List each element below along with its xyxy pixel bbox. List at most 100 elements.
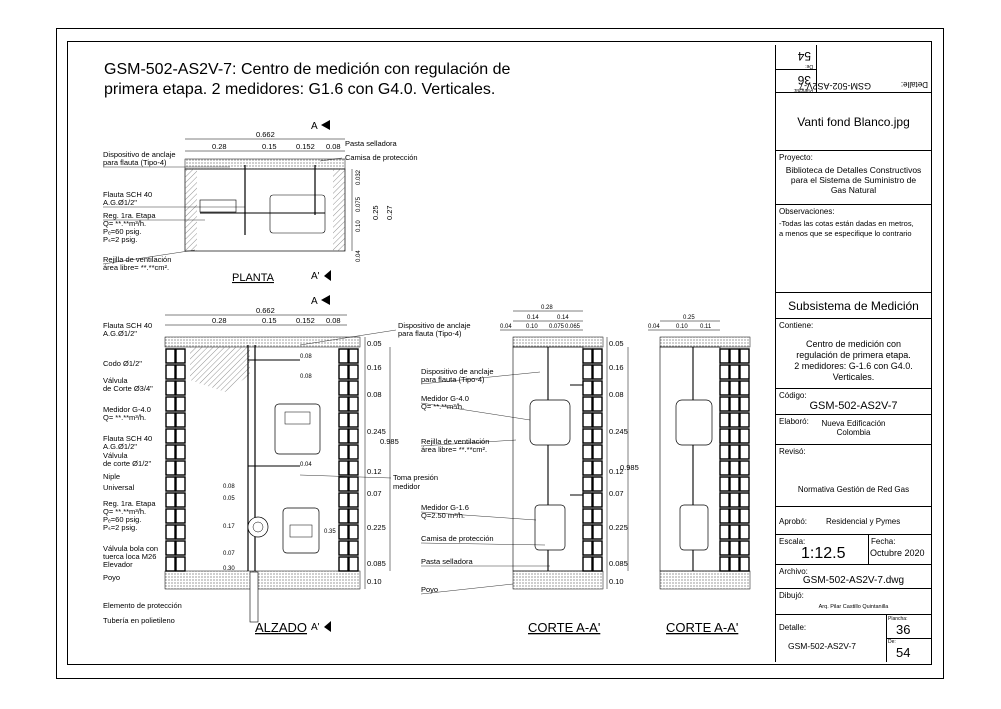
corte2-dim-top-0: 0.25 [683,315,695,321]
corte2-view: 0.25 0.04 0.10 0.11 CORTE A-A' [648,315,751,635]
brick [592,412,603,428]
alzado-callout-left-22: Tubería en polietileno [103,616,175,625]
brick [729,380,740,396]
tb-contiene-cell: Contiene: Centro de medición con regulac… [776,319,931,389]
tb-elaboro: Nueva Edificación [821,419,886,428]
brick [338,524,349,540]
tb-plancha-label: Plancha: [888,616,908,622]
brick [175,556,186,572]
alzado-rdim-4: 0.985 [380,437,399,446]
planta-callout-7: Pₛ=2 psig. [103,235,137,244]
alzado-inner-dim-8: 0.35 [324,529,336,535]
brick [348,348,359,364]
alzado-rdim-3: 0.245 [367,427,386,436]
tb-escala-label: Escala: [779,537,806,546]
tb-proyecto-label: Proyecto: [779,153,813,162]
brick [729,460,740,476]
brick [739,412,750,428]
corte1-callout-8: Camisa de protección [421,534,494,543]
corte1-rdim-4: 0.985 [620,463,639,472]
alzado-inner-dim-0: 0.08 [300,354,312,360]
planta-callout-3: A.G.Ø1/2" [103,198,137,207]
planta-callout-0: Dispositivo de anclaje [103,150,176,159]
tb-codigo: GSM-502-AS2V-7 [809,400,898,412]
brick [729,364,740,380]
brick [338,460,349,476]
brick [348,364,359,380]
planta-callout-8: Rejilla de ventilación [103,255,171,264]
brick [729,508,740,524]
alzado-rdim-5: 0.12 [367,467,382,476]
alzado-callout-left-13: Reg. 1ra. Etapa [103,499,156,508]
brick [739,460,750,476]
brick [165,508,176,524]
corte1-callout-4: Rejilla de ventilación [421,437,489,446]
brick [719,412,730,428]
tb-detalle-label: Detalle: [779,623,807,632]
brick [729,348,740,364]
tb-aprobo-label: Aprobó: [779,517,808,526]
tb-escala-cell: Escala: 1:12.5 Fecha: Octubre 2020 [776,535,931,565]
brick [175,540,186,556]
brick [592,508,603,524]
brick [592,428,603,444]
planta-slab [184,158,346,170]
brick [348,380,359,396]
brick [348,524,359,540]
brick [348,508,359,524]
tb-observaciones-label: Observaciones: [779,207,835,216]
drawing-title: GSM-502-AS2V-7: Centro de medición con r… [104,60,764,100]
planta-dim-v010: 0.10 [356,220,362,232]
planta-dim-008: 0.08 [326,142,341,151]
brick [582,540,593,556]
brick [175,444,186,460]
brick [165,428,176,444]
tb-reviso: Normativa Gestión de Red Gas [797,485,910,494]
brick [348,556,359,572]
tb-dibujo: Arq. Pilar Castillo Quintanilla [818,604,889,610]
tb-de-label: De: [888,639,896,645]
brick [338,396,349,412]
corte1-rdim-9: 0.10 [609,577,624,586]
planta-dim-028: 0.28 [212,142,227,151]
alzado-dim-028: 0.28 [212,316,227,325]
corte1-rdim-7: 0.225 [609,523,628,532]
brick [739,556,750,572]
brick [338,412,349,428]
tb-dibujo-cell: Dibujó: Arq. Pilar Castillo Quintanilla [776,589,931,615]
brick [338,556,349,572]
tb-rot-detalle-label: Detalle: [900,80,928,89]
brick [729,476,740,492]
brick [348,444,359,460]
tb-archivo-cell: Archivo: GSM-502-AS2V-7.dwg [776,565,931,589]
brick [175,460,186,476]
brick [175,348,186,364]
alzado-inner-dim-7: 0.30 [223,566,235,572]
tb-de: 54 [896,645,911,660]
brick [729,540,740,556]
alzado-section-a-label: A [311,296,318,307]
drawing-title-line1: GSM-502-AS2V-7: Centro de medición con r… [104,61,511,78]
brick [165,364,176,380]
brick [719,508,730,524]
alzado-rdim-2: 0.08 [367,390,382,399]
tb-observaciones: -Todas las cotas están dadas en metros, … [779,219,914,238]
corte1-callout-7: Q=2.50 m³/h. [421,511,465,520]
brick [739,540,750,556]
alzado-callout-left-16: Pₛ=2 psig. [103,523,137,532]
tb-rot-de: 54 [797,49,811,63]
brick [582,428,593,444]
alzado-callout-left-8: A.G.Ø1/2" [103,442,137,451]
planta-dim-0152: 0.152 [296,142,315,151]
corte1-rdim-1: 0.16 [609,363,624,372]
brick [175,380,186,396]
planta-callouts: Dispositivo de anclaje para flauta (Tipo… [102,139,418,272]
planta-view: A 0.662 0.28 0.15 0.152 0.08 0.032 0.075… [102,120,418,284]
brick [739,364,750,380]
brick [165,524,176,540]
alzado-callout-left-9: Válvula [103,451,128,460]
brick [592,380,603,396]
brick [729,428,740,444]
corte2-brick-column [719,348,750,572]
